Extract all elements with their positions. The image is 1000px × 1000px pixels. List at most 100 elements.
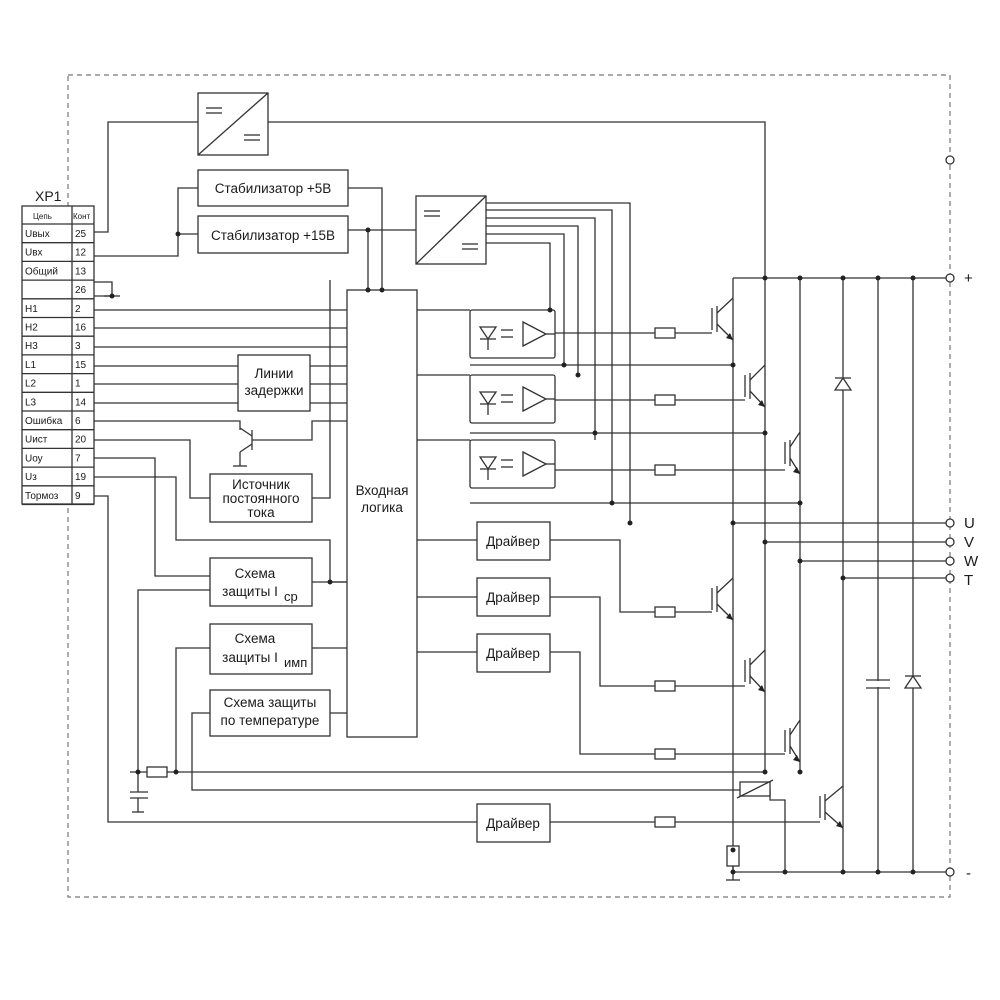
- connector-signal: Тормоз: [25, 491, 59, 502]
- protection-temp-label-2: по температуре: [221, 713, 320, 728]
- junction-dot: [730, 520, 736, 526]
- input-logic-label-2: логика: [361, 500, 403, 515]
- connector-pin: 7: [75, 453, 81, 464]
- junction-dot: [627, 520, 633, 526]
- connector-signal: L1: [25, 360, 37, 371]
- junction-dot: [730, 847, 736, 853]
- connector-pin: 25: [75, 229, 87, 240]
- output-terminals: + U V W T -: [945, 155, 979, 882]
- connector-signal: Ошибка: [25, 415, 63, 427]
- protection-imp-subscript: имп: [284, 655, 307, 670]
- junction-dot: [547, 307, 553, 313]
- brake-diode: [833, 376, 853, 391]
- junction-dot: [365, 287, 371, 293]
- junction-dot: [575, 372, 581, 378]
- junction-dot: [109, 293, 115, 299]
- junction-dot: [365, 227, 371, 233]
- junction-dot: [762, 769, 768, 775]
- gate-resistor: [654, 327, 676, 339]
- current-source-label-1: Источник: [232, 477, 290, 492]
- current-source-block: Источник постоянного тока: [209, 473, 313, 523]
- gate-resistor: [654, 680, 676, 692]
- delay-lines-label-2: задержки: [244, 383, 303, 398]
- igbt: [784, 719, 801, 763]
- driver-block-3: Драйвер: [476, 633, 551, 673]
- protection-avg-label-2: защиты I: [222, 584, 278, 599]
- junction-dots: [109, 227, 916, 875]
- junction-dot: [840, 869, 846, 875]
- junction-dot: [173, 769, 179, 775]
- junction-dot: [327, 579, 333, 585]
- connector-pin: 12: [75, 248, 87, 259]
- connector-signal: L2: [25, 379, 37, 390]
- junction-dot: [782, 869, 788, 875]
- clamp-diode: [903, 674, 923, 689]
- connector-signal: Uвх: [25, 248, 43, 259]
- junction-dot: [175, 231, 181, 237]
- input-logic-label-1: Входная: [356, 483, 409, 498]
- junction-dot: [762, 430, 768, 436]
- connector-pin: 13: [75, 266, 87, 277]
- connector-pin: 15: [75, 360, 87, 371]
- connector-signal: Uист: [25, 435, 48, 446]
- connector-signal: Uвых: [25, 229, 50, 240]
- connector-header-pin: Конт: [73, 212, 91, 221]
- delay-lines-label-1: Линии: [255, 366, 294, 381]
- junction-dot: [797, 558, 803, 564]
- stabilizer-5v-label: Стабилизатор +5В: [215, 181, 332, 196]
- junction-dot: [135, 769, 141, 775]
- connector-signal: Uз: [25, 472, 37, 483]
- protection-avg-current-block: Схема защиты I ср: [209, 557, 313, 607]
- connector-pin: 19: [75, 472, 87, 483]
- terminal-u: U: [964, 515, 975, 532]
- driver-label-brake: Драйвер: [486, 816, 540, 831]
- connector-pin: 1: [75, 379, 81, 390]
- gate-resistor: [654, 394, 676, 406]
- connector-pin: 2: [75, 304, 81, 315]
- connector-header-signal: Цепь: [33, 212, 52, 221]
- connector-pin: 3: [75, 341, 81, 352]
- optocoupler-2: [469, 374, 556, 424]
- optocouplers: [469, 309, 556, 489]
- connector-signal: H3: [25, 341, 38, 352]
- junction-dot: [561, 362, 567, 368]
- terminal-plus: +: [964, 270, 973, 287]
- connector-pin: 20: [75, 435, 87, 446]
- protection-avg-subscript: ср: [284, 589, 298, 604]
- dc-dc-converter-top: [197, 92, 269, 156]
- resistors: [654, 327, 676, 828]
- terminal-minus: -: [966, 865, 971, 882]
- connector-pin: 14: [75, 397, 87, 408]
- optocoupler-3: [469, 439, 556, 489]
- stabilizer-15v-label: Стабилизатор +15В: [211, 228, 335, 243]
- junction-dot: [840, 275, 846, 281]
- current-source-label-2: постоянного: [223, 491, 300, 506]
- junction-dot: [910, 869, 916, 875]
- connector-signal: Общий: [25, 265, 58, 277]
- wiring: [94, 121, 950, 881]
- junction-dot: [840, 575, 846, 581]
- passive-components: [726, 376, 923, 867]
- driver-block-2: Драйвер: [476, 577, 551, 617]
- gate-resistor: [654, 606, 676, 618]
- stabilizer-15v-block: Стабилизатор +15В: [197, 215, 349, 254]
- current-source-label-3: тока: [247, 505, 275, 520]
- gate-resistor: [654, 464, 676, 476]
- connector-signal: Uоу: [25, 453, 43, 464]
- junction-dot: [797, 500, 803, 506]
- connector-title: XP1: [35, 188, 62, 204]
- driver-block-brake: Драйвер: [476, 803, 551, 843]
- igbt: [744, 364, 766, 408]
- connector-pin: 6: [75, 416, 81, 427]
- junction-dot: [730, 362, 736, 368]
- junction-dot: [592, 430, 598, 436]
- connector-signal: H2: [25, 323, 38, 334]
- input-logic-block: Входная логика: [346, 289, 418, 738]
- connector-pin: 16: [75, 323, 87, 334]
- terminal-w: W: [964, 553, 979, 570]
- protection-avg-label-1: Схема: [235, 566, 276, 581]
- igbt: [784, 431, 801, 475]
